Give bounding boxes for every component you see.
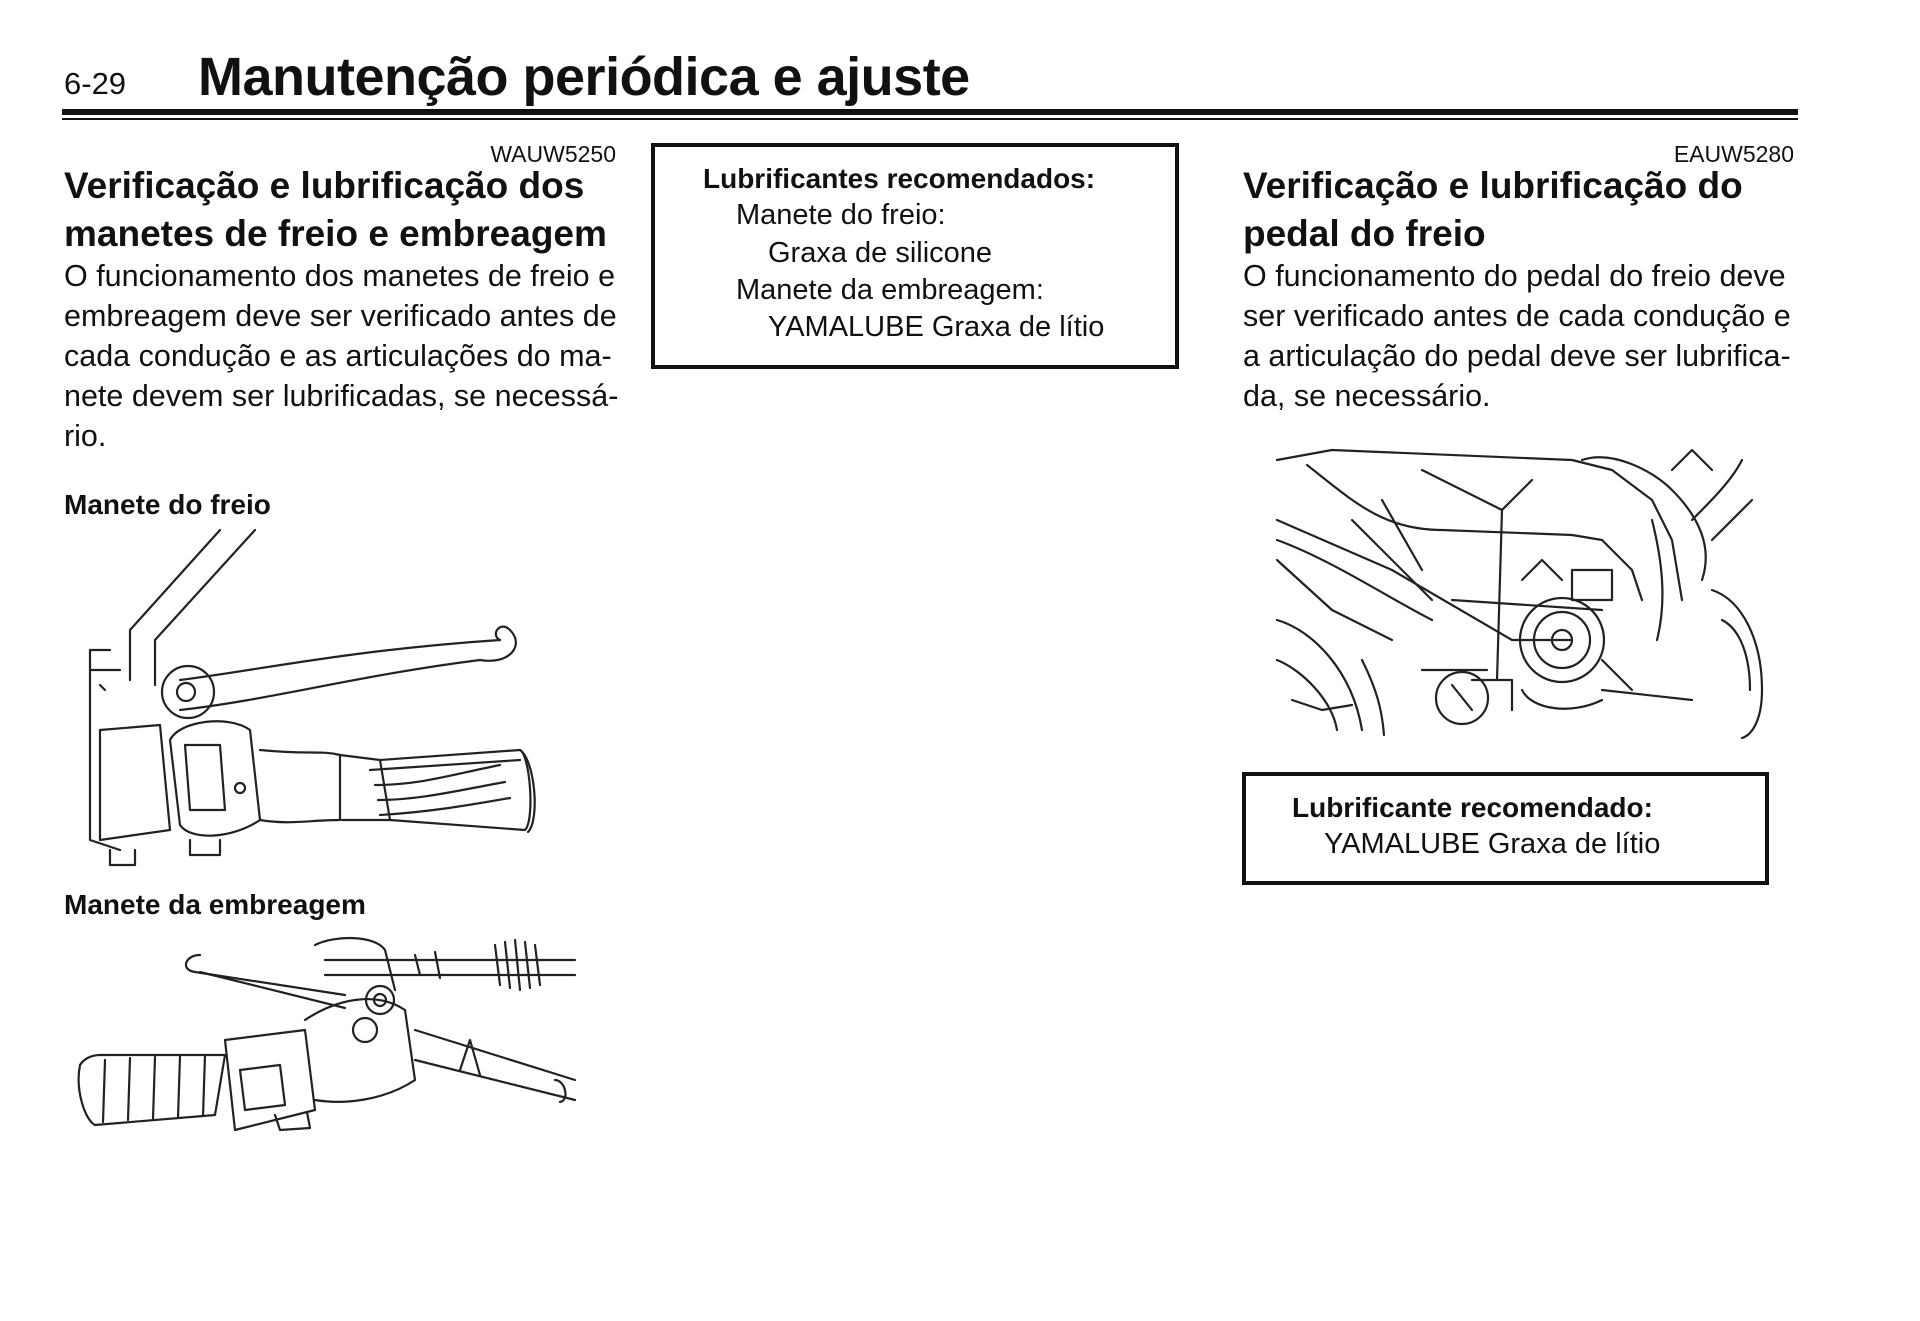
left-paragraph-line: nete devem ser lubrificadas, se necessá- [64,379,619,413]
header-rule-thick [62,109,1798,115]
lubricants-box: Lubrificantes recomendados: Manete do fr… [651,143,1179,369]
right-section-heading: Verificação e lubrificação do pedal do f… [1243,162,1803,258]
right-paragraph: O funcionamento do pedal do freio deve s… [1243,256,1803,416]
right-section-code: EAUW5280 [1673,141,1794,167]
left-heading-line2: manetes de freio e embreagem [64,213,607,254]
right-paragraph-line: a articulação do pedal deve ser lubrific… [1243,339,1791,373]
right-paragraph-line: da, se necessário. [1243,379,1491,413]
left-paragraph: O funcionamento dos manetes de freio e e… [64,256,634,456]
lubricant-item-value: YAMALUBE Graxa de lítio [768,311,1105,343]
left-section-heading: Verificação e lubrificação dos manetes d… [64,162,644,258]
page-number: 6-29 [64,66,127,101]
caption-clutch-lever: Manete da embreagem [64,889,366,920]
brake-pedal-illustration [1275,448,1764,740]
clutch-lever-illustration [77,936,577,1132]
lubricant-item-label: Manete da embreagem: [736,274,1044,306]
lubricant-item-label: Manete do freio: [736,199,946,231]
right-heading-line2: pedal do freio [1243,213,1486,254]
lubricant-box: Lubrificante recomendado: YAMALUBE Graxa… [1242,772,1769,885]
left-paragraph-line: embreagem deve ser verificado antes de [64,299,617,333]
right-paragraph-line: ser verificado antes de cada condução e [1243,299,1791,333]
left-paragraph-line: rio. [64,419,107,453]
left-paragraph-line: O funcionamento dos manetes de freio e [64,259,616,293]
left-heading-line1: Verificação e lubrificação dos [64,165,585,206]
lubricant-item-value: Graxa de silicone [768,237,993,269]
lubricant-box-value: YAMALUBE Graxa de lítio [1324,828,1661,860]
right-heading-line1: Verificação e lubrificação do [1243,165,1743,206]
lubricant-box-title: Lubrificante recomendado: [1292,792,1653,823]
header-rule-thin [62,118,1798,120]
left-paragraph-line: cada condução e as articulações do ma- [64,339,612,373]
right-paragraph-line: O funcionamento do pedal do freio deve [1243,259,1786,293]
brake-lever-illustration [88,528,536,867]
caption-brake-lever: Manete do freio [64,489,271,520]
lubricants-box-title: Lubrificantes recomendados: [703,163,1096,194]
page-title: Manutenção periódica e ajuste [198,47,970,107]
left-section-code: WAUW5250 [490,141,616,167]
